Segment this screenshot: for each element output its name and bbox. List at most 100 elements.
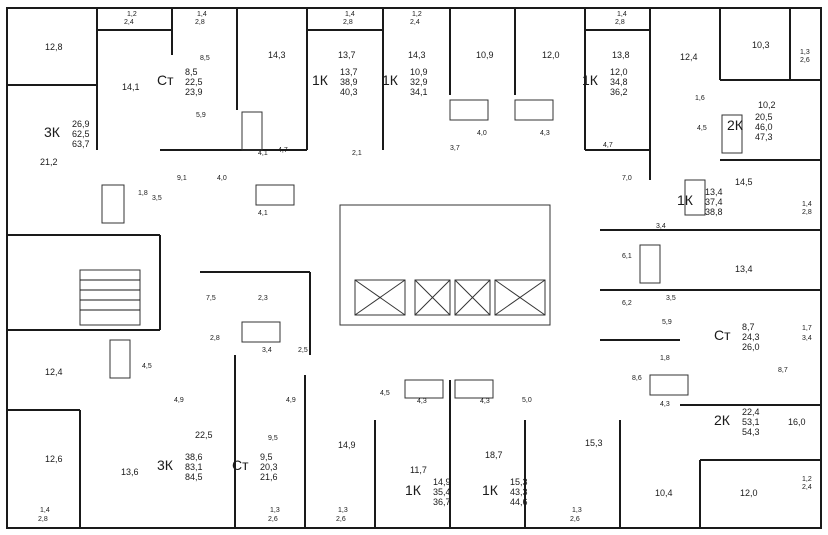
room-area-label: 12,0 xyxy=(740,488,758,498)
apartment-type-label: Ст xyxy=(714,327,731,343)
apartment-area-label: 83,1 xyxy=(185,462,203,472)
apartment-area-label: 84,5 xyxy=(185,472,203,482)
room-area-label: 8,6 xyxy=(632,375,642,382)
room-area-label: 3,5 xyxy=(152,195,162,202)
room-area-label: 1,3 xyxy=(800,49,810,56)
apartment-area-label: 63,7 xyxy=(72,139,90,149)
room-area-label: 8,7 xyxy=(778,367,788,374)
room-area-label: 5,9 xyxy=(196,112,206,119)
room-area-label: 4,0 xyxy=(217,175,227,182)
room-area-label: 6,2 xyxy=(622,300,632,307)
apartment-type-label: 1К xyxy=(677,192,694,208)
apartment-area-label: 43,3 xyxy=(510,487,528,497)
room-area-label: 4,3 xyxy=(660,401,670,408)
room-area-label: 1,2 xyxy=(802,476,812,483)
room-area-label: 4,9 xyxy=(286,397,296,404)
apartment-area-label: 9,5 xyxy=(260,452,273,462)
apartment-type-label: 2К xyxy=(714,412,731,428)
interior-walls xyxy=(7,8,821,528)
room-area-label: 4,0 xyxy=(477,130,487,137)
room-area-label: 18,7 xyxy=(485,450,503,460)
apartment-area-label: 34,8 xyxy=(610,77,628,87)
apartment-area-label: 20,3 xyxy=(260,462,278,472)
room-area-label: 10,4 xyxy=(655,488,673,498)
room-area-label: 12,8 xyxy=(45,42,63,52)
room-area-label: 1,7 xyxy=(802,325,812,332)
apartment-area-label: 23,9 xyxy=(185,87,203,97)
bathroom-fixtures xyxy=(101,99,743,399)
apartment-type-label: Ст xyxy=(157,72,174,88)
room-area-label: 4,5 xyxy=(380,390,390,397)
apartment-type-label: 1К xyxy=(482,482,499,498)
apartment-area-label: 21,6 xyxy=(260,472,278,482)
room-area-label: 15,3 xyxy=(585,438,603,448)
apartment-type-label: Ст xyxy=(232,457,249,473)
apartment-area-label: 35,4 xyxy=(433,487,451,497)
apartment-area-label: 32,9 xyxy=(410,77,428,87)
room-area-label: 2,4 xyxy=(410,19,420,26)
apartment-type-label: 1К xyxy=(382,72,399,88)
room-area-label: 2,8 xyxy=(38,516,48,523)
room-area-label: 14,3 xyxy=(268,50,286,60)
room-area-label: 4,5 xyxy=(142,363,152,370)
room-area-label: 16,0 xyxy=(788,417,806,427)
room-area-label: 2,1 xyxy=(352,150,362,157)
building-core xyxy=(339,204,551,326)
room-area-label: 5,0 xyxy=(522,397,532,404)
room-area-label: 1,2 xyxy=(412,11,422,18)
apartment-area-label: 46,0 xyxy=(755,122,773,132)
apartment-area-label: 38,8 xyxy=(705,207,723,217)
room-area-label: 12,0 xyxy=(542,50,560,60)
room-area-label: 14,5 xyxy=(735,177,753,187)
room-area-label: 2,5 xyxy=(298,347,308,354)
room-area-label: 4,3 xyxy=(540,130,550,137)
apartment-type-label: 1К xyxy=(405,482,422,498)
room-area-label: 4,3 xyxy=(480,398,490,405)
room-area-label: 4,1 xyxy=(258,210,268,217)
room-area-label: 2,3 xyxy=(258,295,268,302)
room-area-label: 22,5 xyxy=(195,430,213,440)
apartment-area-label: 36,2 xyxy=(610,87,628,97)
apartment-type-label: 3К xyxy=(44,124,61,140)
room-area-label: 4,9 xyxy=(174,397,184,404)
room-area-label: 5,9 xyxy=(662,319,672,326)
room-area-label: 3,4 xyxy=(802,335,812,342)
room-area-label: 1,3 xyxy=(270,507,280,514)
apartment-type-label: 1К xyxy=(312,72,329,88)
apartment-area-label: 22,4 xyxy=(742,407,760,417)
apartment-area-label: 38,9 xyxy=(340,77,358,87)
apartment-area-label: 13,7 xyxy=(340,67,358,77)
room-area-label: 2,4 xyxy=(124,19,134,26)
room-area-label: 9,5 xyxy=(268,435,278,442)
room-area-label: 13,8 xyxy=(612,50,630,60)
room-area-label: 2,8 xyxy=(615,19,625,26)
room-area-label: 4,7 xyxy=(603,142,613,149)
room-area-label: 1,3 xyxy=(338,507,348,514)
apartment-area-label: 54,3 xyxy=(742,427,760,437)
room-area-label: 1,8 xyxy=(660,355,670,362)
apartment-area-label: 20,5 xyxy=(755,112,773,122)
apartment-area-label: 26,9 xyxy=(72,119,90,129)
apartment-area-label: 34,1 xyxy=(410,87,428,97)
room-area-label: 13,7 xyxy=(338,50,356,60)
room-area-label: 14,9 xyxy=(338,440,356,450)
room-area-label: 4,3 xyxy=(417,398,427,405)
room-area-label: 1,8 xyxy=(138,190,148,197)
apartment-type-label: 2К xyxy=(727,117,744,133)
room-area-label: 7,5 xyxy=(206,295,216,302)
room-area-label: 4,1 xyxy=(258,150,268,157)
room-area-label: 6,1 xyxy=(622,253,632,260)
apartment-area-label: 10,9 xyxy=(410,67,428,77)
room-area-label: 10,3 xyxy=(752,40,770,50)
room-area-label: 13,4 xyxy=(735,264,753,274)
apartment-area-label: 36,7 xyxy=(433,497,451,507)
apartment-area-label: 62,5 xyxy=(72,129,90,139)
outer-wall xyxy=(6,7,822,529)
room-area-label: 1,4 xyxy=(40,507,50,514)
room-area-label: 7,0 xyxy=(622,175,632,182)
room-area-label: 14,3 xyxy=(408,50,426,60)
room-area-label: 2,6 xyxy=(336,516,346,523)
apartment-area-label: 8,5 xyxy=(185,67,198,77)
room-area-label: 14,1 xyxy=(122,82,140,92)
